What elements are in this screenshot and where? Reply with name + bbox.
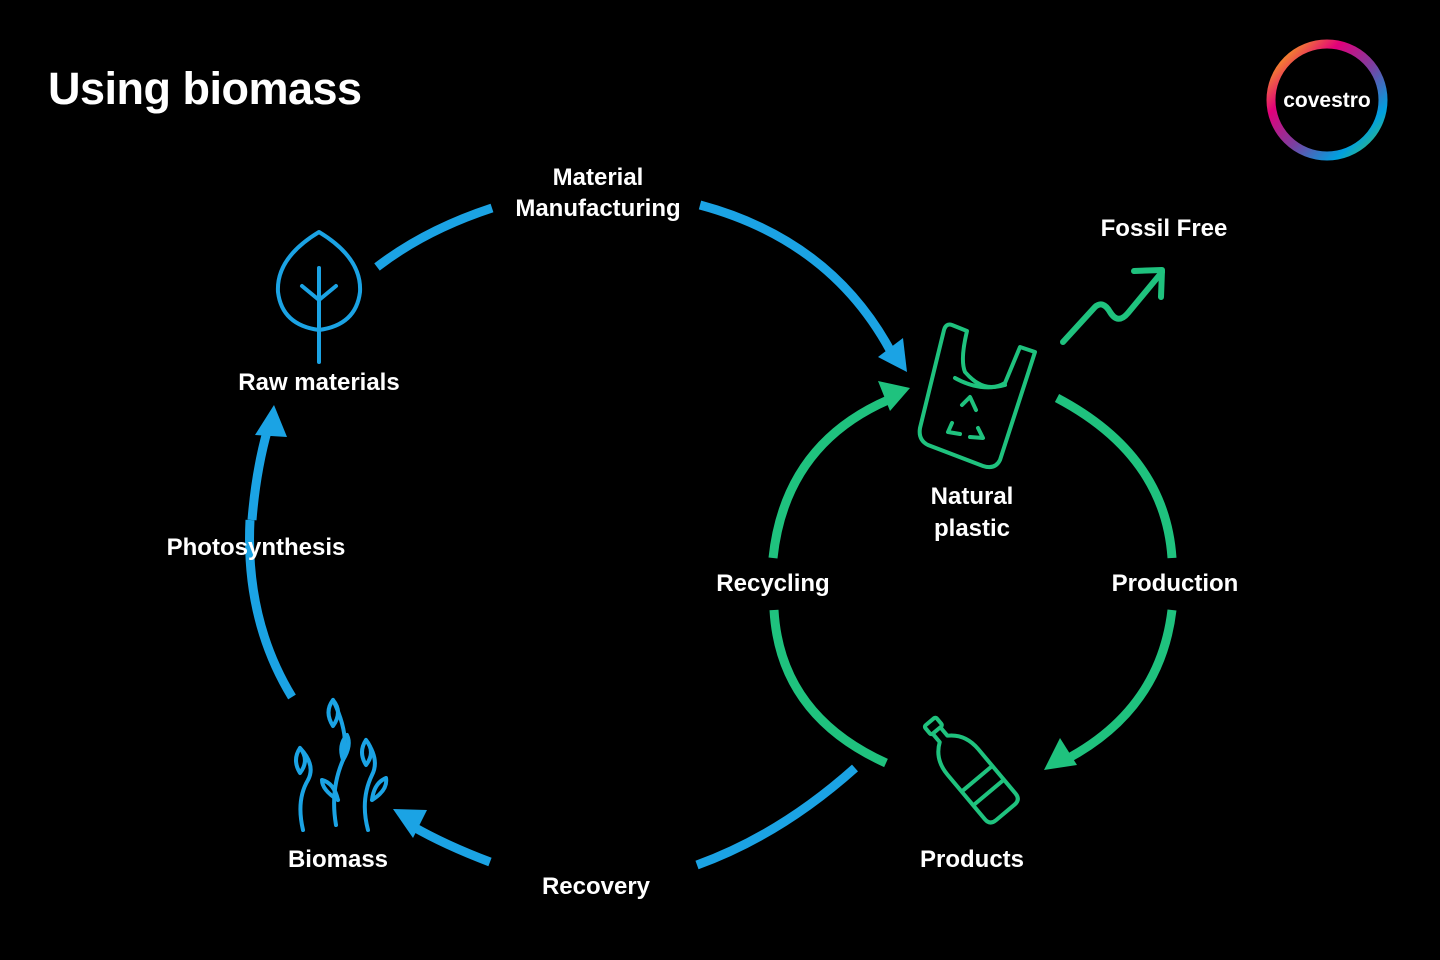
plastic-bag-recycle-icon (917, 322, 1037, 470)
recycle-symbol-icon (946, 395, 985, 440)
arrowhead-into-plastic-green (878, 381, 910, 411)
arrowhead-into-biomass (393, 809, 427, 838)
arrowhead-into-plastic (878, 338, 907, 372)
node-label-products: Products (920, 846, 1024, 873)
bottle-icon (922, 715, 1020, 825)
edge-label-material-line1: Material (553, 164, 644, 191)
blue-arrowheads (255, 338, 907, 838)
edge-label-photosynthesis: Photosynthesis (167, 534, 346, 561)
node-label-raw-materials: Raw materials (238, 369, 399, 396)
arc-products-to-recovery (695, 764, 858, 870)
arrowhead-into-raw (255, 405, 287, 437)
node-label-fossil-free: Fossil Free (1101, 215, 1228, 242)
node-label-natural-plastic-line1: Natural (931, 483, 1014, 510)
blue-cycle (245, 200, 894, 870)
green-arrowheads (878, 381, 1077, 770)
arc-photosynthesis-to-raw (247, 426, 273, 521)
edge-label-recovery: Recovery (542, 873, 651, 900)
arc-biomass-to-photosynthesis (245, 519, 296, 700)
edge-label-production: Production (1112, 570, 1239, 597)
green-cycle (768, 394, 1177, 768)
arc-plastic-to-production (1054, 394, 1177, 559)
arc-products-to-recycling (769, 609, 888, 768)
arc-production-to-products (1062, 609, 1177, 764)
covestro-logo: covestro (1266, 39, 1388, 161)
edge-label-material-line2: Manufacturing (515, 195, 680, 222)
leaf-icon (275, 230, 363, 364)
arc-recovery-to-biomass (409, 822, 492, 867)
edge-label-recycling: Recycling (716, 570, 829, 597)
logo-text: covestro (1283, 89, 1371, 112)
arc-raw-to-manufacturing (374, 203, 494, 271)
trend-up-arrow-icon (1060, 267, 1165, 345)
node-label-biomass: Biomass (288, 846, 388, 873)
node-label-natural-plastic-line2: plastic (934, 515, 1010, 542)
plants-icon (294, 698, 389, 832)
arrowhead-into-products (1044, 738, 1077, 770)
page-title: Using biomass (48, 63, 362, 114)
arc-manufacturing-to-plastic (698, 200, 894, 353)
arc-recycling-to-plastic (768, 395, 890, 559)
